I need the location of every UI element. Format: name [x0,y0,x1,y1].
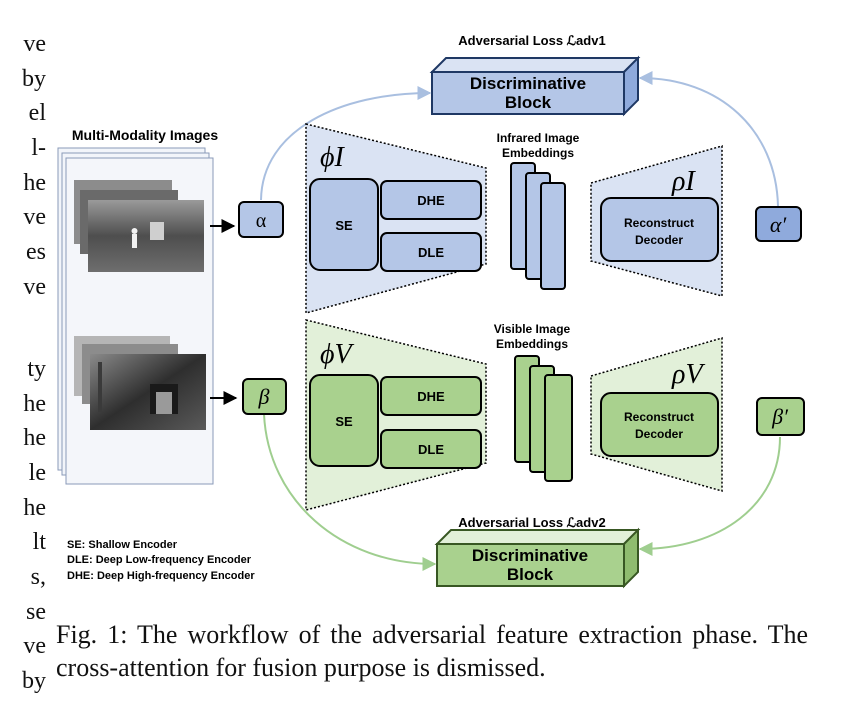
dhe-block-infrared [380,180,482,220]
disc-bottom-line1: Discriminative [472,546,588,565]
fragment-line: lt [32,529,46,555]
alpha-box: α [238,201,284,238]
fragment-line: by [22,668,46,694]
visible-image [74,336,206,430]
se-block-visible [309,374,379,467]
dhe-block-visible [380,376,482,416]
recon-infrared-line1: Reconstruct [624,216,694,230]
fragment-line: he [23,425,46,451]
dhe-label-infrared: DHE [417,193,445,208]
infrared-emb-line2: Embeddings [502,146,574,160]
multi-modality-title: Multi-Modality Images [72,127,218,143]
fragment-line: se [26,599,46,625]
legend-dhe: DHE: Deep High-frequency Encoder [67,570,255,582]
adv-loss-2-label: Adversarial Loss ℒadv2 [458,515,605,530]
visible-embeddings [514,355,573,482]
disc-top-line1: Discriminative [470,74,586,93]
legend: SE: Shallow Encoder DLE: Deep Low-freque… [67,539,255,582]
alpha-label: α [256,210,267,232]
dle-block-visible [380,429,482,469]
alpha-prime-label: α′ [770,212,788,237]
infrared-emb-line1: Infrared Image [497,131,580,145]
dle-block-infrared [380,232,482,272]
dhe-label-visible: DHE [417,389,445,404]
phi-v-label: ϕV [320,339,354,370]
discriminative-block-bottom: Discriminative Block [434,527,641,589]
rho-i-label: ρI [671,166,696,197]
rho-v-label: ρV [671,359,705,390]
infrared-embeddings [510,162,566,290]
fragment-line: ve [23,31,46,57]
se-block-infrared [309,178,379,271]
beta-label: β [258,384,270,409]
workflow-figure: Adversarial Loss ℒadv1 Adversarial Loss … [57,33,805,589]
fragment-line: ve [23,633,46,659]
recon-visible-line1: Reconstruct [624,410,694,424]
infrared-encoder: ϕI SE DHE DLE [305,123,487,314]
visible-emb-line1: Visible Image [494,322,571,336]
figure-caption: Fig. 1: The workflow of the adversarial … [56,620,808,682]
disc-top-line2: Block [505,93,552,112]
fragment-line: ty [27,356,46,382]
se-label-infrared: SE [335,218,353,233]
fragment-line: he [23,391,46,417]
dle-label-visible: DLE [418,442,444,457]
fragment-line: s, [30,564,46,590]
visible-emb-line2: Embeddings [496,337,568,351]
adv-loss-1-label: Adversarial Loss ℒadv1 [458,33,605,48]
beta-prime-box: β′ [756,397,805,436]
infrared-decoder: ρI Reconstruct Decoder [590,145,723,297]
legend-se: SE: Shallow Encoder [67,539,178,551]
se-label-visible: SE [335,414,353,429]
arrow-beta-prime-to-disc [638,436,781,556]
fragment-line: he [23,495,46,521]
arrow-alpha-prime-to-disc [638,71,779,207]
infrared-image [74,180,204,272]
disc-bottom-line2: Block [507,565,554,584]
beta-prime-label: β′ [771,404,789,429]
recon-visible-line2: Decoder [635,427,683,441]
alpha-prime-box: α′ [755,206,802,242]
recon-infrared-line2: Decoder [635,233,683,247]
fragment-line: ve [23,274,46,300]
fragment-line: l- [31,135,46,161]
fragment-line: es [26,239,46,265]
legend-dle: DLE: Deep Low-frequency Encoder [67,554,252,566]
reconstruct-decoder-visible [600,392,719,457]
left-column-fragments: ve by el l- he ve es ve ty he he le he l… [0,0,46,716]
arrow-alpha-to-disc [260,86,432,201]
fragment-line: el [28,100,46,126]
fragment-line: le [28,460,46,486]
arrow-beta-to-disc [263,413,437,571]
dle-label-infrared: DLE [418,245,444,260]
beta-box: β [242,378,287,415]
phi-i-label: ϕI [320,142,345,173]
fragment-line: he [23,170,46,196]
fragment-line: ve [23,204,46,230]
discriminative-block-top: Discriminative Block [429,55,641,117]
reconstruct-decoder-infrared [600,197,719,262]
fragment-line: by [22,66,46,92]
visible-encoder: ϕV SE DHE DLE [305,319,487,511]
visible-decoder: ρV Reconstruct Decoder [590,337,723,492]
